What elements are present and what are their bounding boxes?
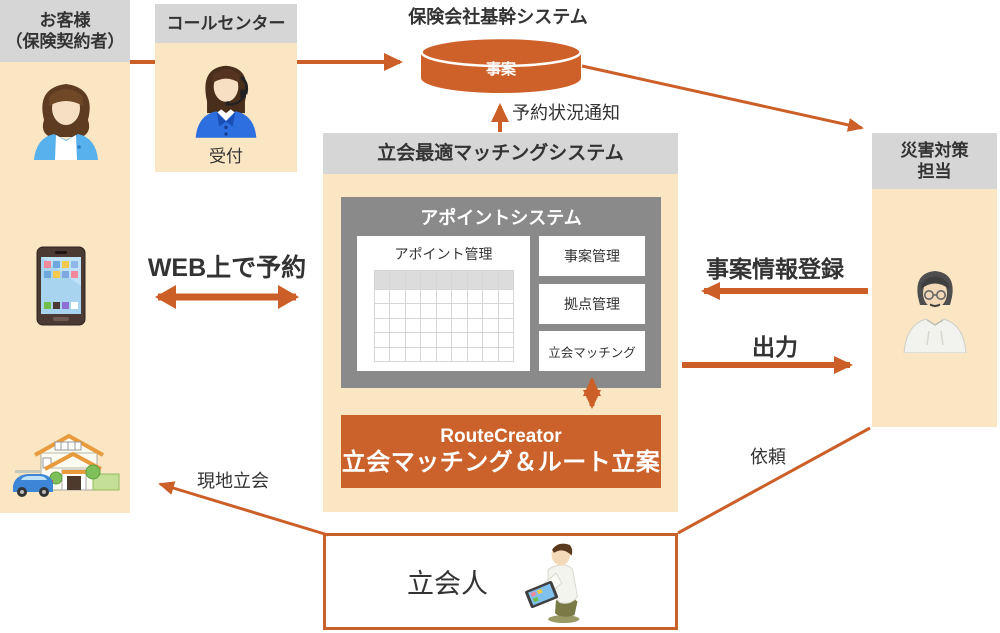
witness-matching-button: 立会マッチング <box>539 331 645 371</box>
route-creator-brand: RouteCreator <box>440 425 562 447</box>
calendar-cell <box>467 290 483 304</box>
calendar-cell <box>405 290 421 304</box>
calendar-cell <box>405 271 421 289</box>
calendar-cell <box>421 304 436 318</box>
database-label: 事案 <box>485 61 516 78</box>
call-center-caption: 受付 <box>209 147 243 166</box>
house-icon <box>13 434 120 497</box>
calendar-cell <box>436 304 452 318</box>
calendar-cell <box>436 318 452 333</box>
customer-title-line1: お客様 <box>39 10 91 30</box>
calendar-cell <box>498 318 513 333</box>
calendar-cell <box>483 318 498 333</box>
calendar-cell <box>498 333 513 347</box>
receptionist-icon <box>195 65 257 138</box>
matching-system-box: 立会最適マッチングシステム アポイントシステム アポイント管理 事案管理 拠点管… <box>323 133 678 512</box>
calendar-cell <box>390 304 405 318</box>
calendar-cell <box>483 347 498 361</box>
output-label: 出力 <box>752 334 798 360</box>
notify-label: 予約状況通知 <box>512 103 620 123</box>
disaster-title-line1: 災害対策 <box>900 140 969 160</box>
calendar-cell <box>421 290 436 304</box>
calendar-cell <box>390 271 405 289</box>
calendar-cell <box>498 304 513 318</box>
calendar-cell <box>467 271 483 289</box>
web-reserve-label: WEB上で予約 <box>147 254 307 282</box>
calendar-cell <box>467 318 483 333</box>
matching-system-title: 立会最適マッチングシステム <box>377 142 624 164</box>
calendar-cell <box>436 333 452 347</box>
calendar-cell <box>390 347 405 361</box>
core-system-title: 保険会社基幹システム <box>408 7 588 27</box>
route-creator-box: RouteCreator 立会マッチング＆ルート立案 <box>341 415 661 488</box>
disaster-staff-box: 災害対策 担当 <box>872 133 997 427</box>
calendar-cell <box>436 347 452 361</box>
calendar-cell <box>498 290 513 304</box>
database-icon <box>420 36 582 93</box>
arrow-core-to-disaster <box>581 64 864 132</box>
appointment-system-title: アポイントシステム <box>420 208 582 228</box>
calendar-cell <box>390 333 405 347</box>
calendar-cell <box>405 347 421 361</box>
calendar-cell <box>467 347 483 361</box>
appointment-panel: アポイント管理 <box>357 236 530 371</box>
calendar-cell <box>405 304 421 318</box>
smartphone-icon <box>36 246 86 326</box>
calendar-cell <box>421 347 436 361</box>
calendar-cell <box>390 290 405 304</box>
request-label: 依頼 <box>750 447 786 467</box>
calendar-cell <box>375 304 390 318</box>
calendar-cell <box>375 271 390 289</box>
appointment-panel-title: アポイント管理 <box>394 246 493 262</box>
calendar-cell <box>436 290 452 304</box>
calendar-cell <box>375 290 390 304</box>
calendar-cell <box>452 318 467 333</box>
calendar-cell <box>452 271 467 289</box>
calendar-cell <box>467 304 483 318</box>
case-register-label: 事案情報登録 <box>706 256 844 282</box>
calendar-cell <box>421 318 436 333</box>
calendar-cell <box>375 318 390 333</box>
call-center-box: コールセンター 受付 <box>155 4 297 172</box>
witness-box: 立会人 <box>323 533 678 630</box>
calendar-cell <box>452 304 467 318</box>
case-management-button: 事案管理 <box>539 236 645 276</box>
onsite-label: 現地立会 <box>197 471 269 491</box>
calendar-cell <box>483 290 498 304</box>
calendar-cell <box>452 333 467 347</box>
calendar-cell <box>452 347 467 361</box>
calendar-cell <box>498 347 513 361</box>
calendar-cell <box>375 347 390 361</box>
calendar-cell <box>483 271 498 289</box>
calendar-cell <box>375 333 390 347</box>
witness-tablet-icon <box>525 543 580 623</box>
customer-woman-icon <box>34 84 98 160</box>
calendar-cell <box>467 333 483 347</box>
route-creator-subtitle: 立会マッチング＆ルート立案 <box>341 449 661 477</box>
calendar-cell <box>498 271 513 289</box>
calendar-cell <box>390 318 405 333</box>
appointment-system-box: アポイントシステム アポイント管理 事案管理 拠点管理 立会マッチング <box>341 197 661 388</box>
calendar-cell <box>452 290 467 304</box>
base-management-button: 拠点管理 <box>539 284 645 324</box>
calendar-cell <box>483 333 498 347</box>
disaster-title-line2: 担当 <box>917 162 952 181</box>
calendar-cell <box>483 304 498 318</box>
calendar-cell <box>421 271 436 289</box>
witness-title: 立会人 <box>407 569 488 599</box>
call-center-title: コールセンター <box>166 13 286 33</box>
customer-title-line2: （保険契約者） <box>5 32 125 51</box>
calendar-cell <box>405 333 421 347</box>
customer-box: お客様 （保険契約者） <box>0 0 130 513</box>
calendar-cell <box>421 333 436 347</box>
disaster-staff-icon <box>903 271 967 353</box>
calendar-cell <box>436 271 452 289</box>
appointment-grid <box>374 270 514 362</box>
calendar-cell <box>405 318 421 333</box>
